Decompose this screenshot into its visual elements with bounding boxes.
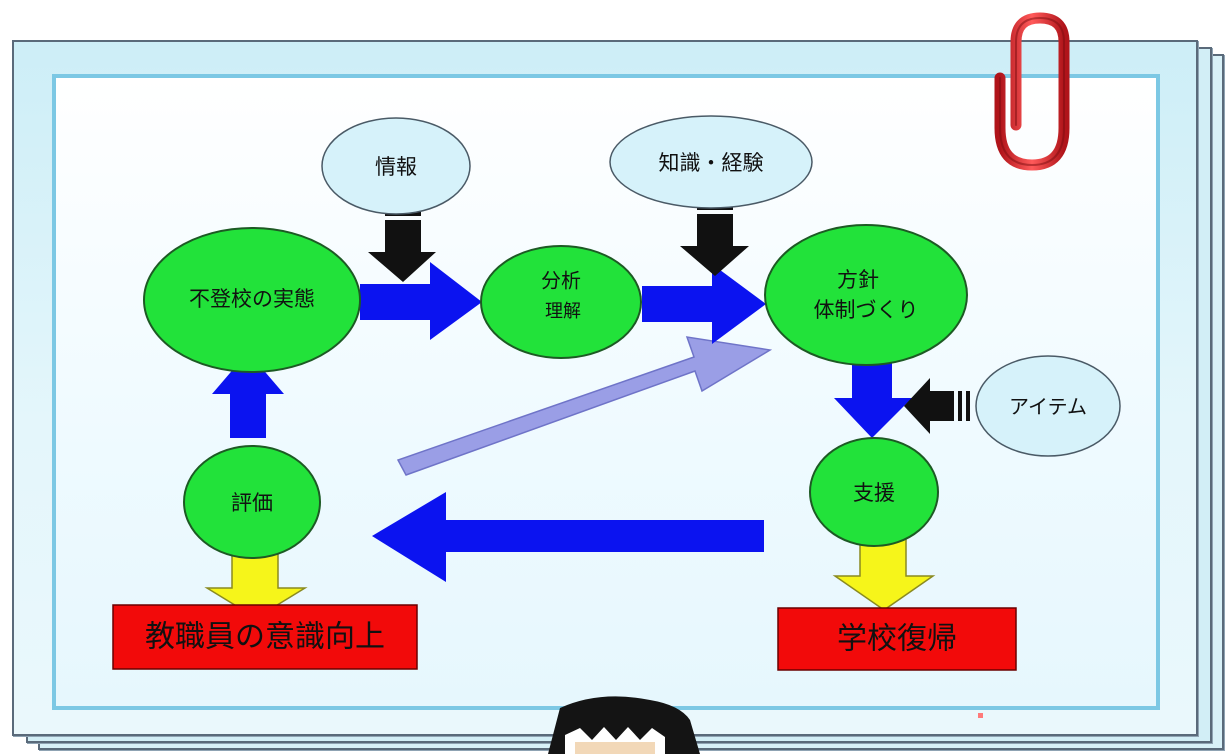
arrow-evaluation-to-policy bbox=[396, 336, 773, 476]
node-policy-line2: 体制づくり bbox=[814, 298, 919, 322]
arrow-item-input bbox=[904, 378, 970, 434]
person-head-icon bbox=[548, 696, 700, 754]
input-knowledge-label: 知識・経験 bbox=[659, 151, 764, 175]
arrow-analysis-to-policy bbox=[642, 264, 766, 344]
outcome-school-return: 学校復帰 bbox=[777, 607, 1017, 671]
arrow-support-to-return bbox=[832, 537, 936, 611]
arrow-situation-to-analysis bbox=[360, 262, 482, 340]
node-evaluation: 評価 bbox=[183, 445, 321, 559]
arrow-evaluation-to-situation bbox=[212, 352, 284, 438]
arrow-info-input bbox=[368, 204, 436, 282]
node-evaluation-label: 評価 bbox=[231, 491, 273, 515]
input-info: 情報 bbox=[321, 117, 471, 215]
node-situation-label: 不登校の実態 bbox=[189, 287, 315, 311]
node-support-label: 支援 bbox=[853, 481, 895, 505]
node-analysis-line1: 分析 bbox=[541, 269, 581, 293]
node-support: 支援 bbox=[809, 437, 939, 547]
node-situation: 不登校の実態 bbox=[143, 227, 361, 373]
arrow-support-to-evaluation bbox=[372, 492, 764, 582]
node-policy: 方針 体制づくり bbox=[764, 224, 968, 366]
small-marker bbox=[978, 713, 983, 718]
node-analysis-line2: 理解 bbox=[545, 301, 581, 322]
input-item: アイテム bbox=[975, 355, 1121, 457]
outcome-staff-awareness: 教職員の意識向上 bbox=[112, 604, 418, 670]
input-item-label: アイテム bbox=[1009, 395, 1087, 419]
outcome-school-return-label: 学校復帰 bbox=[837, 622, 957, 657]
node-analysis: 分析 理解 bbox=[480, 245, 642, 359]
input-info-label: 情報 bbox=[375, 155, 417, 179]
arrow-knowledge-input bbox=[680, 198, 749, 276]
node-policy-line1: 方針 bbox=[837, 268, 879, 292]
paperclip-icon bbox=[994, 12, 1070, 171]
arrow-policy-to-support bbox=[834, 350, 912, 438]
input-knowledge: 知識・経験 bbox=[609, 115, 813, 209]
outcome-staff-awareness-label: 教職員の意識向上 bbox=[145, 620, 385, 655]
